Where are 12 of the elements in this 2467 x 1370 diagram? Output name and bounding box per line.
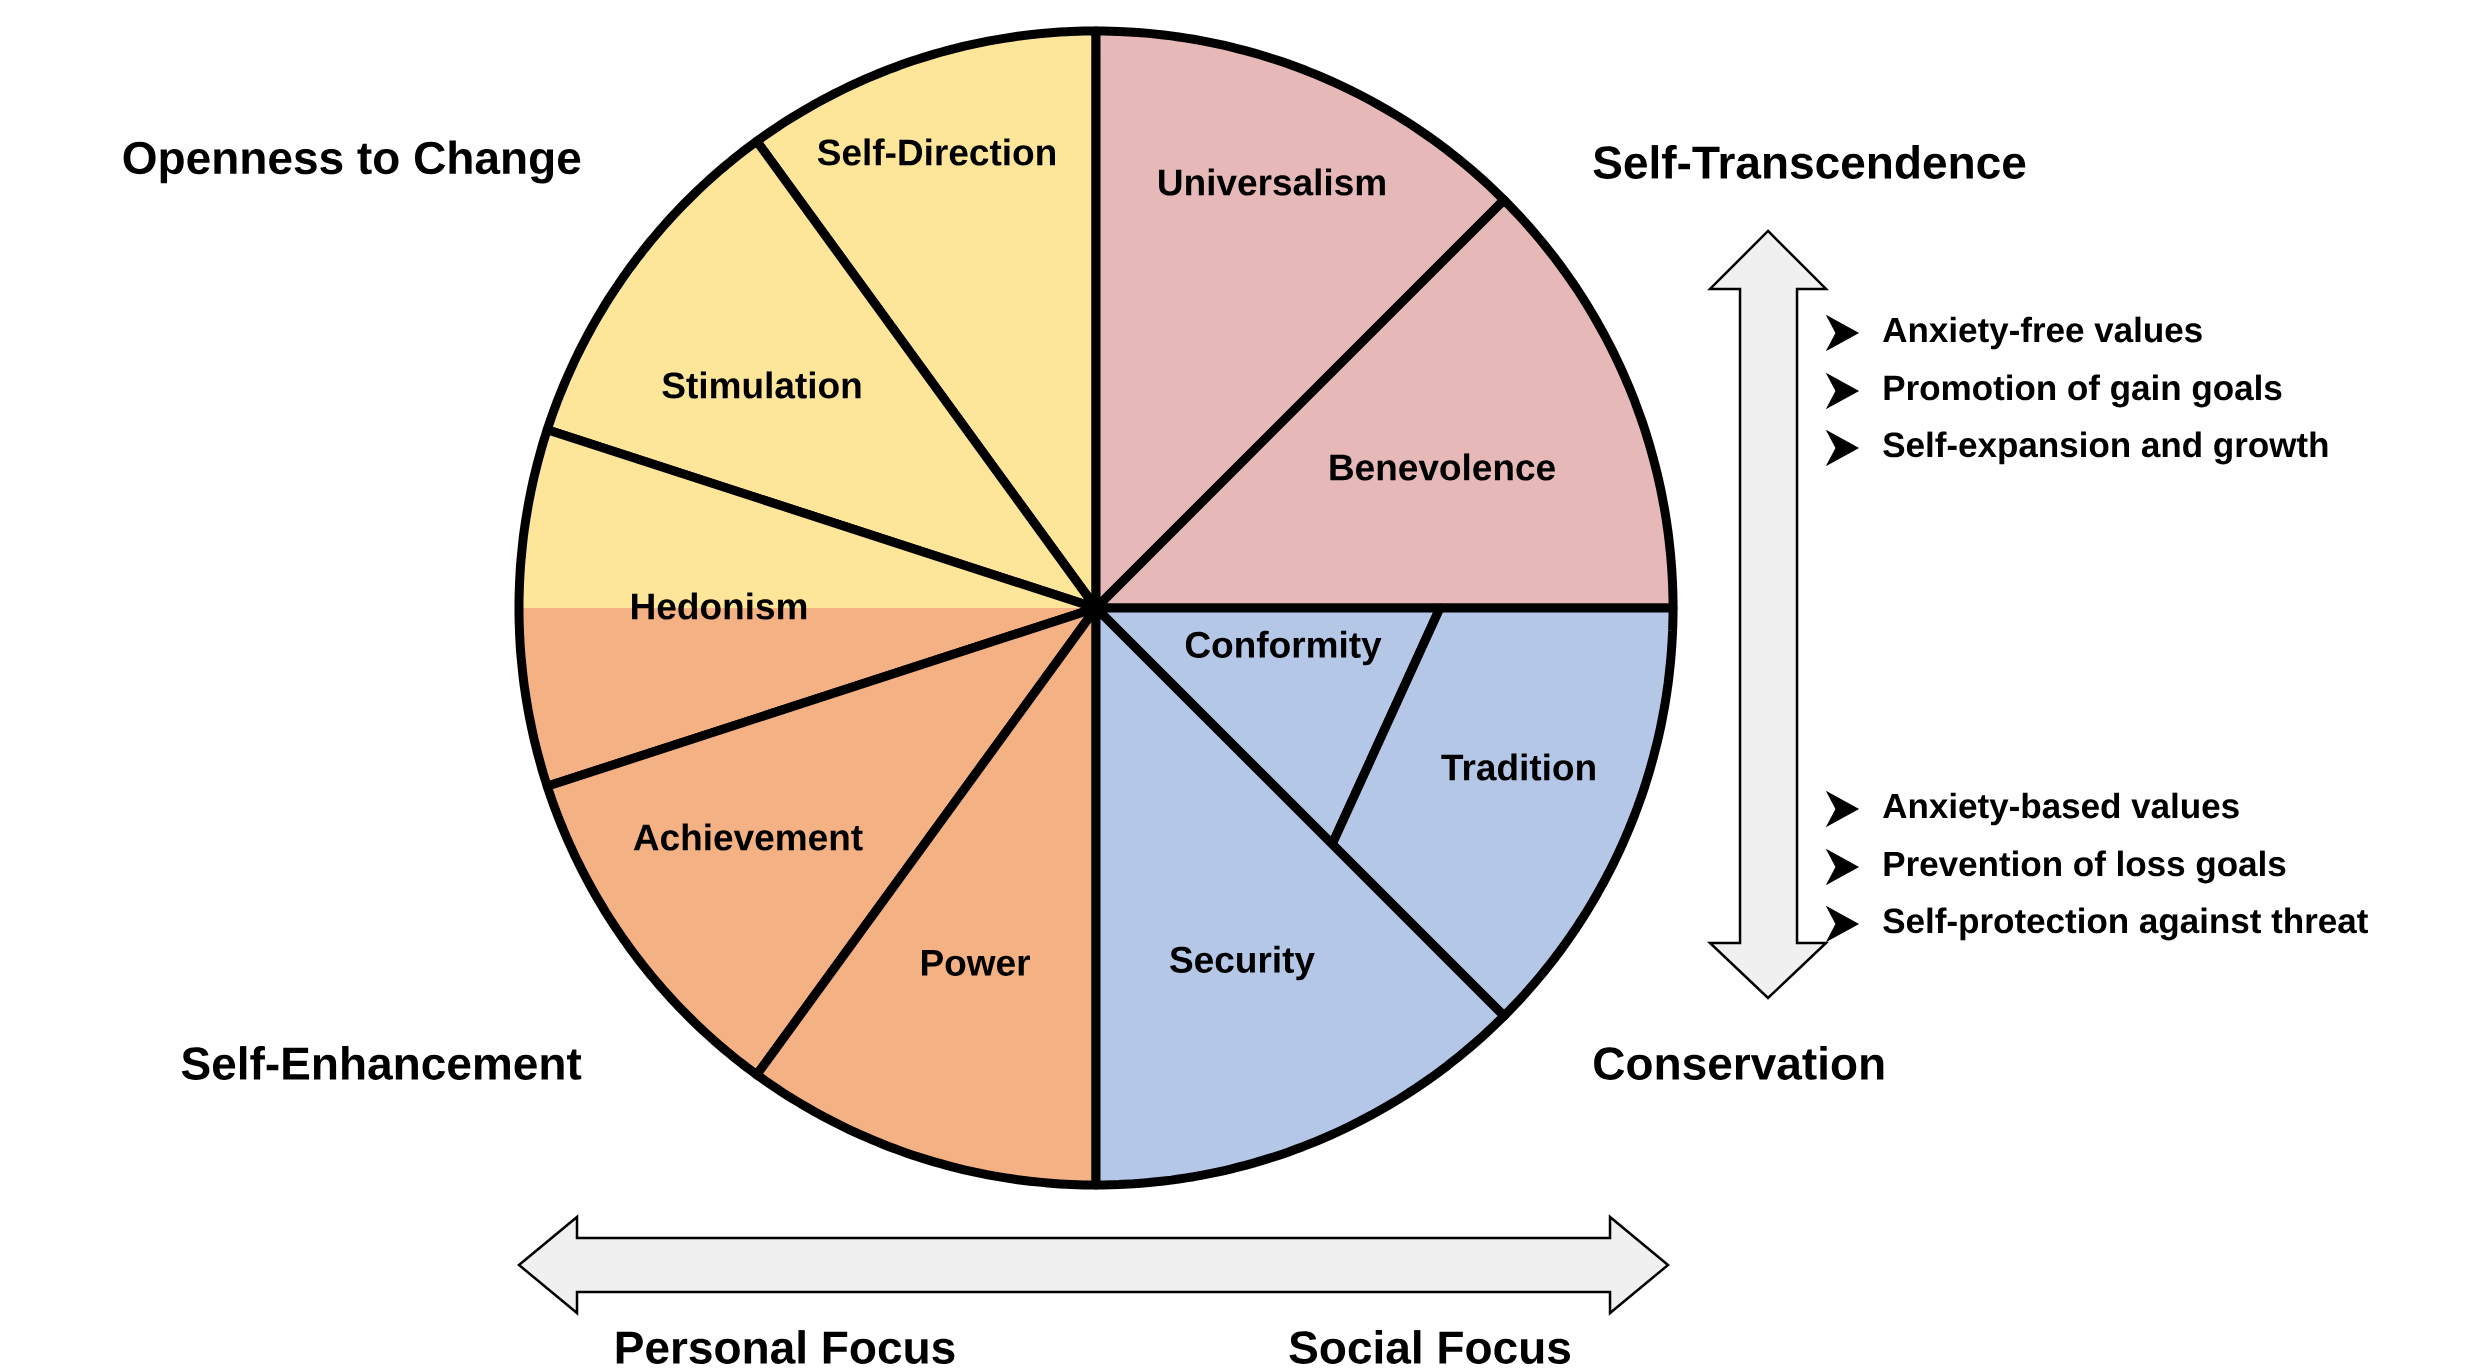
quadrant-title: Conservation: [1594, 1046, 1884, 1080]
axis-label: Social Focus: [1289, 1330, 1570, 1364]
bullet-text: Anxiety-free values: [1883, 316, 2202, 350]
bullet-text: Promotion of gain goals: [1884, 374, 2282, 408]
bullet-text: Prevention of loss goals: [1884, 850, 2286, 884]
quadrant-title: Self-Transcendence: [1593, 145, 2026, 179]
bullet-text: Self-expansion and growth: [1883, 431, 2328, 465]
quadrant-title: Self-Enhancement: [181, 1046, 582, 1080]
axis-label: Personal Focus: [616, 1330, 955, 1364]
bullet-text: Anxiety-based values: [1883, 792, 2239, 826]
quadrant-title: Openness to Change: [123, 140, 581, 184]
bullet-text: Self-protection against threat: [1883, 907, 2368, 941]
